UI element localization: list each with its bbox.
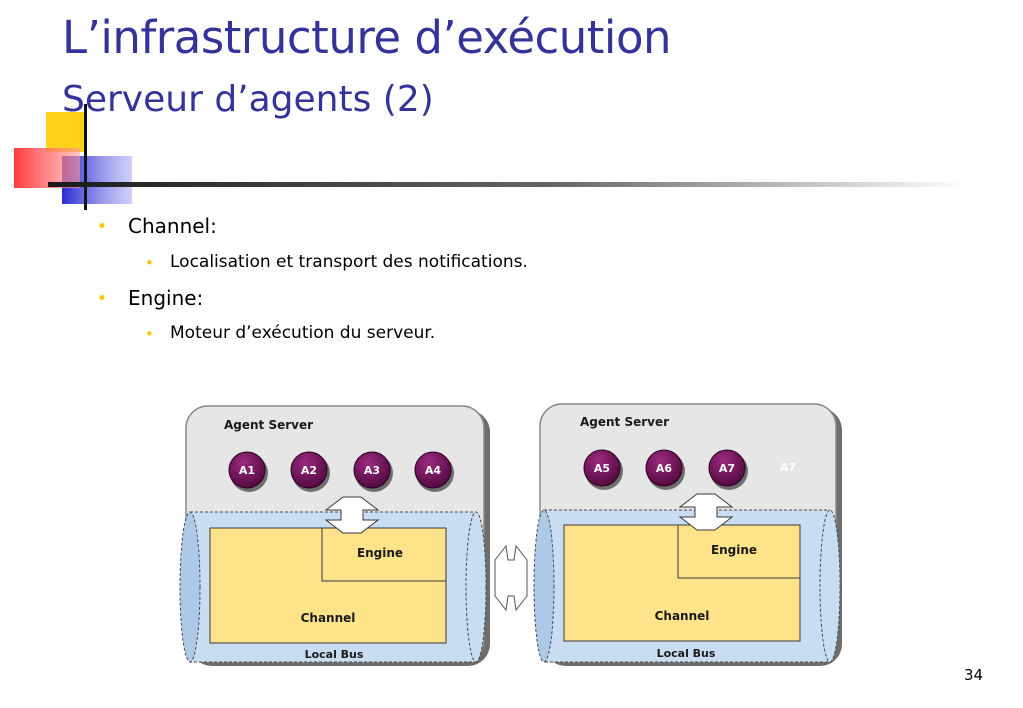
- bullet-dot: •: [145, 254, 154, 272]
- deco-yellow-square: [46, 112, 86, 152]
- agent-label: A6: [656, 462, 673, 475]
- bus-label: Local Bus: [305, 648, 364, 661]
- agent-a3: A3: [353, 451, 393, 492]
- agent-server-2: Agent Server A5 A6 A7 A7 Local Bus Chann…: [533, 403, 842, 666]
- bullet-dot: •: [97, 289, 108, 309]
- engine-arrow: [324, 496, 380, 534]
- agent-label: A5: [594, 462, 610, 475]
- agent-label: A4: [425, 464, 442, 477]
- agent-label: A2: [301, 464, 317, 477]
- agent-a2: A2: [290, 451, 330, 492]
- channel-label: Channel: [301, 611, 356, 625]
- engine-arrow: [678, 493, 734, 531]
- slide-title: L’infrastructure d’exécution: [62, 11, 672, 64]
- title-decoration: [14, 104, 968, 210]
- bullet-engine-detail: Moteur d’exécution du serveur.: [170, 323, 436, 343]
- engine-label: Engine: [711, 543, 757, 557]
- ghost-agent-label: A7: [780, 461, 796, 474]
- channel-label: Channel: [655, 609, 710, 623]
- server-label: Agent Server: [224, 418, 313, 432]
- agent-label: A1: [239, 464, 255, 477]
- agent-label: A7: [719, 462, 735, 475]
- agent-a1: A1: [228, 451, 268, 492]
- agent-label: A3: [364, 464, 380, 477]
- agent-server-diagram: Agent Server A1 A2 A3 A4 Local Bus: [179, 403, 842, 666]
- slide-subtitle: Serveur d’agents (2): [62, 79, 434, 120]
- agent-a5: A5: [583, 449, 623, 490]
- deco-horizontal-line: [48, 182, 968, 187]
- bullet-dot: •: [97, 217, 108, 237]
- engine-box: [321, 527, 447, 582]
- bullet-channel-detail: Localisation et transport des notificati…: [170, 252, 528, 272]
- engine-box: [677, 524, 801, 579]
- agent-a6: A6: [645, 449, 685, 490]
- server-label: Agent Server: [580, 415, 669, 429]
- bus-connection-arrow: [494, 544, 528, 612]
- bullet-channel: Channel:: [128, 214, 217, 238]
- agent-a4: A4: [414, 451, 454, 492]
- agent-a7: A7: [708, 449, 748, 490]
- page-number: 34: [964, 666, 984, 684]
- engine-label: Engine: [357, 546, 403, 560]
- bus-label: Local Bus: [657, 647, 716, 660]
- bullet-dot: •: [145, 325, 154, 343]
- agent-server-1: Agent Server A1 A2 A3 A4 Local Bus: [179, 405, 490, 666]
- deco-vertical-line: [84, 104, 87, 210]
- deco-red-square: [14, 148, 80, 188]
- bullet-engine: Engine:: [128, 286, 204, 310]
